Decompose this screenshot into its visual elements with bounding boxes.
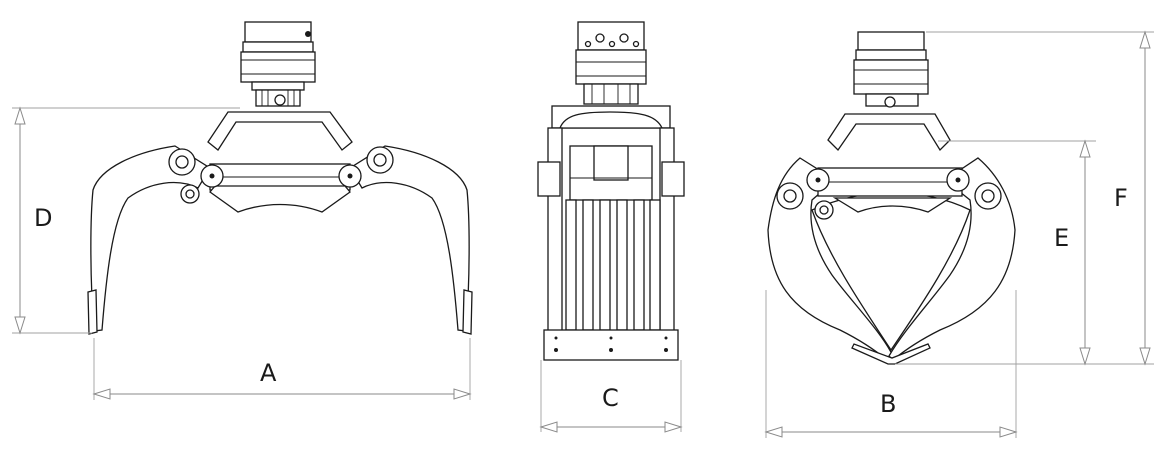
label-e: E bbox=[1054, 224, 1069, 252]
label-d: D bbox=[34, 204, 52, 232]
label-b: B bbox=[880, 390, 896, 418]
rotator-right bbox=[853, 31, 929, 108]
dimension-d bbox=[12, 106, 240, 335]
grapple-closed-front-view bbox=[767, 31, 1016, 365]
right-jaw bbox=[349, 145, 470, 332]
left-jaw bbox=[90, 145, 211, 332]
dimension-f bbox=[926, 30, 1154, 366]
label-a: A bbox=[260, 359, 277, 387]
dimension-e bbox=[895, 139, 1154, 366]
label-c: C bbox=[602, 384, 619, 412]
rotator-middle bbox=[575, 21, 647, 105]
rotator-left bbox=[240, 21, 316, 107]
grapple-open-front-view bbox=[87, 21, 473, 335]
dimension-c bbox=[539, 360, 683, 433]
label-f: F bbox=[1114, 184, 1128, 212]
grapple-side-view bbox=[537, 21, 685, 361]
dimension-a bbox=[92, 338, 472, 400]
closed-left-jaw bbox=[767, 157, 894, 361]
